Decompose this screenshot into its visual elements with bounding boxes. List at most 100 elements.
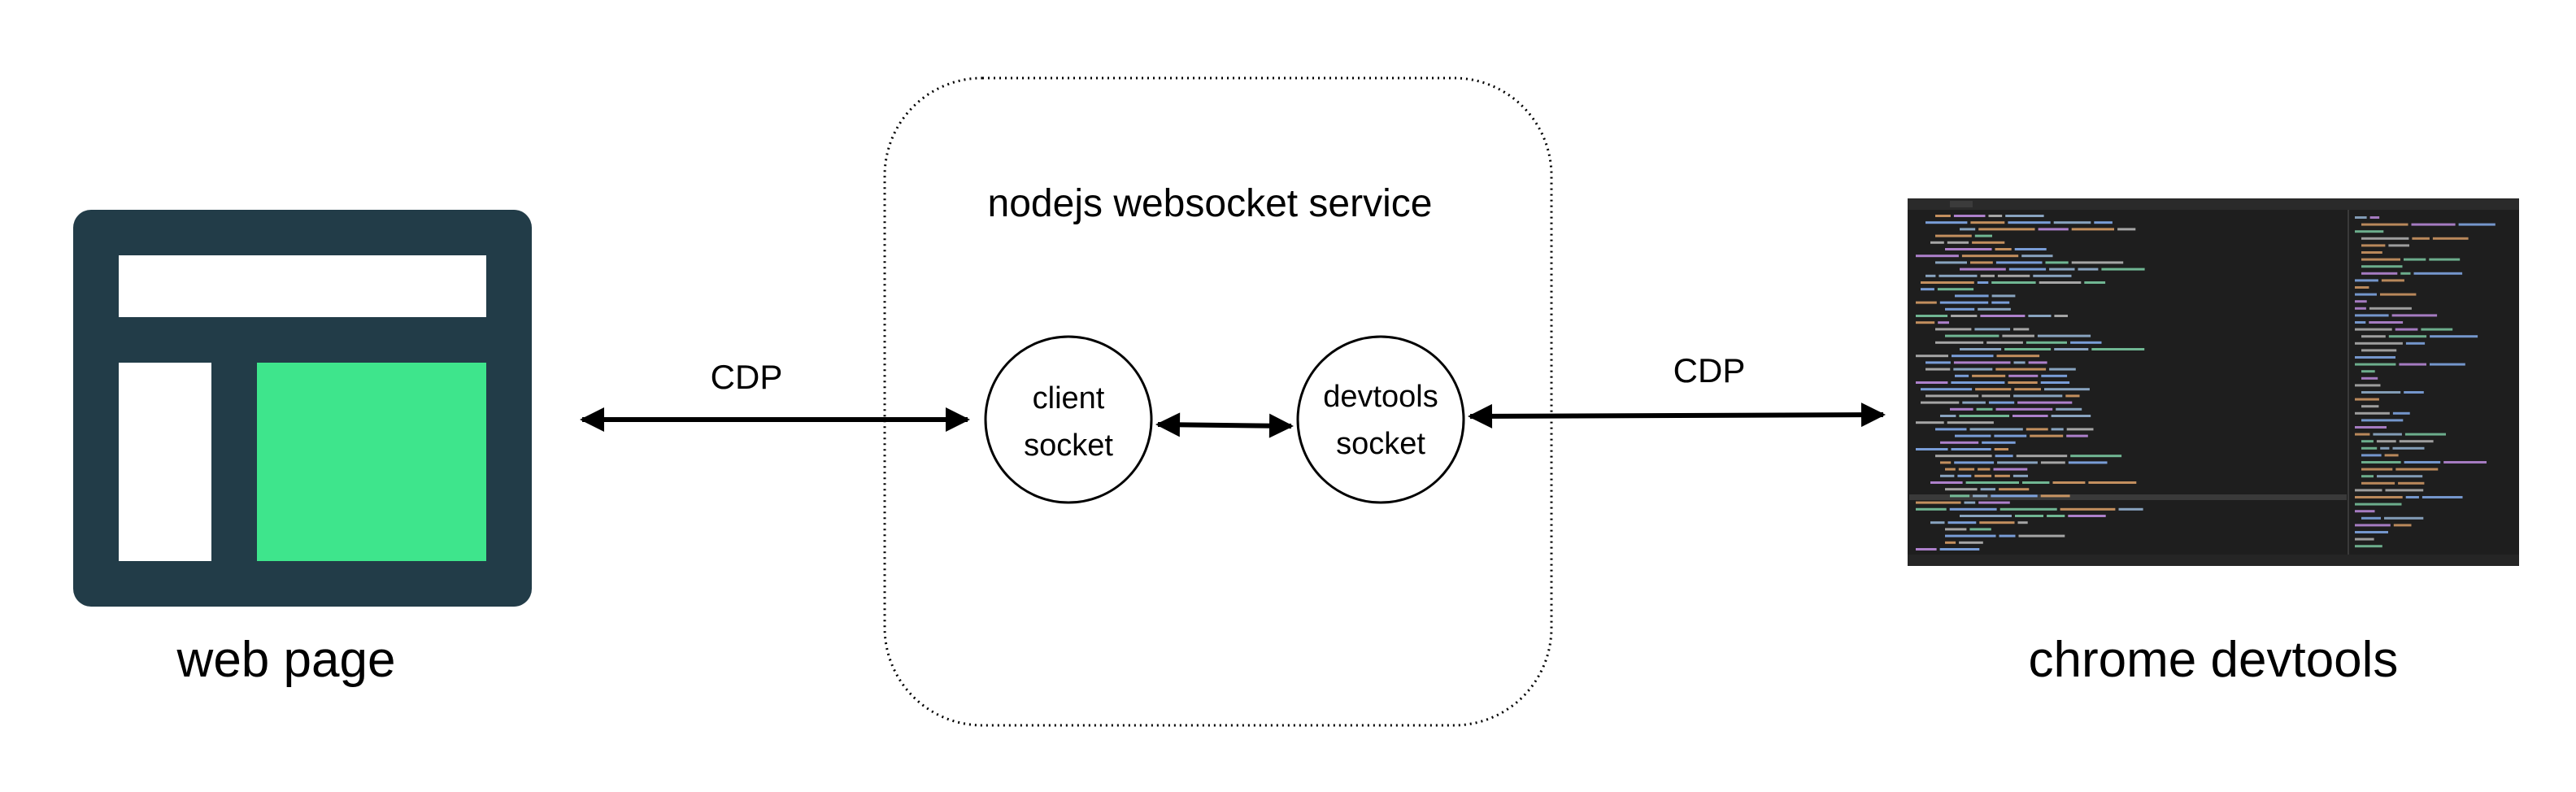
devtools-code-segment <box>1954 461 1995 464</box>
browser-sidebar <box>119 363 211 561</box>
cdp-arrow-right <box>1468 403 1886 429</box>
devtools-code-segment <box>2118 507 2143 511</box>
devtools-code-segment <box>1977 281 1989 284</box>
devtools-code-segment <box>2026 341 2067 344</box>
devtools-code-segment <box>2053 221 2091 224</box>
devtools-code-segment <box>2014 248 2047 250</box>
devtools-code-segment <box>1935 341 1984 344</box>
devtools-style-segment <box>2404 258 2426 261</box>
devtools-code-segment <box>1969 428 2023 431</box>
devtools-code-lines <box>1916 215 2496 550</box>
devtools-code-segment <box>2070 341 2102 344</box>
devtools-style-segment <box>2355 321 2366 324</box>
devtools-code-segment <box>2065 394 2080 398</box>
devtools-style-segment <box>2355 300 2367 303</box>
devtools-code-segment <box>1994 434 2027 437</box>
devtools-style-segment <box>2355 286 2369 289</box>
devtools-style-segment <box>2361 272 2398 275</box>
devtools-code-segment <box>1962 401 1986 404</box>
devtools-code-segment <box>2051 428 2064 431</box>
devtools-style-segment <box>2398 481 2425 485</box>
devtools-code-segment <box>1997 274 2030 277</box>
devtools-style-segment <box>2432 237 2469 240</box>
devtools-code-segment <box>2033 274 2072 277</box>
devtools-code-segment <box>1972 374 2006 377</box>
devtools-code-segment <box>1991 301 2010 304</box>
devtools-code-segment <box>1969 528 1991 531</box>
devtools-code-segment <box>2094 221 2113 224</box>
devtools-code-segment <box>1945 528 1967 531</box>
devtools-code-segment <box>2008 221 2051 224</box>
devtools-code-segment <box>1999 507 2057 511</box>
devtools-code-segment <box>2004 348 2052 350</box>
devtools-code-segment <box>1945 468 1956 471</box>
devtools-code-segment <box>1916 548 1937 550</box>
cdp-edge-left: CDP <box>580 358 970 432</box>
chrome-devtools-node: chrome devtools <box>1908 198 2519 688</box>
devtools-code-segment <box>1935 215 1951 217</box>
devtools-style-segment <box>2376 440 2396 443</box>
devtools-code-segment <box>1978 307 2011 311</box>
devtools-code-segment <box>2016 455 2068 458</box>
devtools-code-segment <box>1986 341 2023 344</box>
devtools-code-segment <box>1951 381 2005 384</box>
devtools-style-segment <box>2355 230 2384 233</box>
devtools-code-segment <box>1955 374 1969 377</box>
devtools-code-segment <box>2028 361 2047 364</box>
devtools-code-segment <box>2013 361 2026 364</box>
devtools-code-segment <box>2015 515 2043 517</box>
devtools-code-segment <box>1937 288 1974 291</box>
devtools-style-segment <box>2384 516 2424 520</box>
devtools-code-segment <box>1993 468 2028 471</box>
devtools-code-segment <box>1959 415 2009 417</box>
devtools-style-segment <box>2355 314 2389 317</box>
devtools-style-segment <box>2361 446 2378 450</box>
devtools-code-segment <box>1921 288 1934 291</box>
devtools-code-segment <box>2040 381 2070 384</box>
devtools-code-segment <box>1935 455 1992 458</box>
devtools-code-segment <box>1974 234 1992 237</box>
devtools-code-segment <box>1945 248 1992 250</box>
devtools-style-segment <box>2412 237 2430 240</box>
devtools-code-segment <box>2078 268 2099 271</box>
devtools-style-segment <box>2404 461 2441 463</box>
devtools-style-segment <box>2355 537 2374 541</box>
devtools-style-segment <box>2422 496 2463 498</box>
devtools-code-segment <box>1940 461 1952 464</box>
service-title: nodejs websocket service <box>988 182 1433 225</box>
devtools-code-segment <box>1951 448 1991 450</box>
devtools-code-segment <box>1940 441 1979 444</box>
devtools-code-segment <box>1980 274 1995 277</box>
devtools-style-segment <box>2392 446 2425 450</box>
devtools-code-segment <box>1995 261 2043 264</box>
devtools-code-segment <box>1930 241 1944 244</box>
devtools-style-segment <box>2380 446 2390 450</box>
devtools-code-segment <box>1945 307 1975 311</box>
devtools-code-segment <box>1949 507 1997 511</box>
devtools-code-segment <box>1951 315 1978 317</box>
devtools-style-segment <box>2443 461 2487 463</box>
devtools-code-segment <box>1916 507 1947 511</box>
devtools-style-segment <box>2395 468 2439 471</box>
devtools-code-segment <box>1974 328 2011 331</box>
devtools-code-segment <box>1925 221 1968 224</box>
devtools-code-segment <box>1955 294 1989 298</box>
devtools-code-segment <box>1970 261 1993 264</box>
devtools-style-segment <box>2355 489 2382 492</box>
devtools-code-segment <box>2017 521 2028 524</box>
devtools-code-segment <box>2049 368 2076 371</box>
socket-link-arrow <box>1155 412 1294 438</box>
devtools-style-segment <box>2355 342 2403 345</box>
devtools-code-segment <box>1947 521 1977 524</box>
devtools-code-segment <box>2012 474 2028 477</box>
devtools-code-segment <box>1916 301 1937 304</box>
devtools-code-segment <box>2005 215 2044 217</box>
devtools-code-segment <box>1947 241 1969 244</box>
devtools-code-segment <box>1940 415 1956 417</box>
devtools-code-segment <box>2013 394 2063 398</box>
devtools-code-segment <box>1930 521 1945 524</box>
devtools-code-segment <box>1991 281 2036 284</box>
devtools-code-segment <box>1997 461 2038 464</box>
devtools-code-segment <box>2038 228 2069 231</box>
devtools-code-segment <box>1980 315 2026 317</box>
